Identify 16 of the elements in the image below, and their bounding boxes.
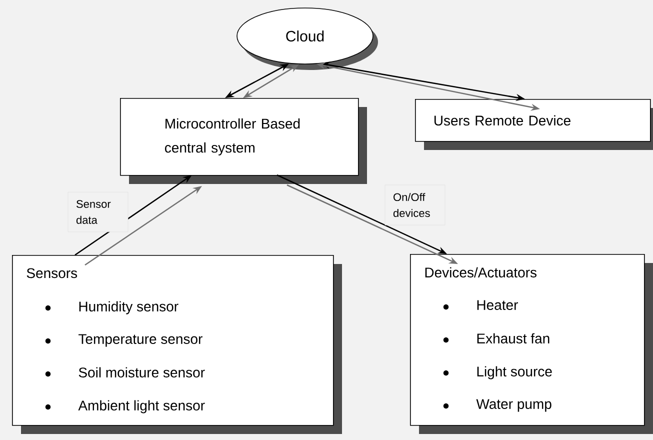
list-item: Ambient light sensor: [78, 400, 205, 414]
list-item: Exhaust fan: [477, 333, 550, 344]
list-box: [410, 254, 645, 426]
list-item: Soil moisture sensor: [78, 367, 205, 378]
list-heading: Devices/Actuators: [425, 267, 536, 278]
list-item: Heater: [477, 300, 518, 310]
list-item: Water pump: [476, 399, 552, 412]
edge-label: Sensor data: [68, 192, 128, 232]
list-item: Temperature sensor: [78, 334, 202, 347]
list-box: [12, 255, 334, 426]
list-item: Humidity sensor: [79, 301, 178, 314]
list-heading: Sensors: [26, 268, 78, 278]
edge-label: On/Off devices: [384, 184, 446, 226]
list-item: Light source: [477, 366, 552, 380]
process-box: Users Remote Device: [415, 99, 651, 142]
process-box: Microcontroller Based central system: [120, 98, 359, 176]
